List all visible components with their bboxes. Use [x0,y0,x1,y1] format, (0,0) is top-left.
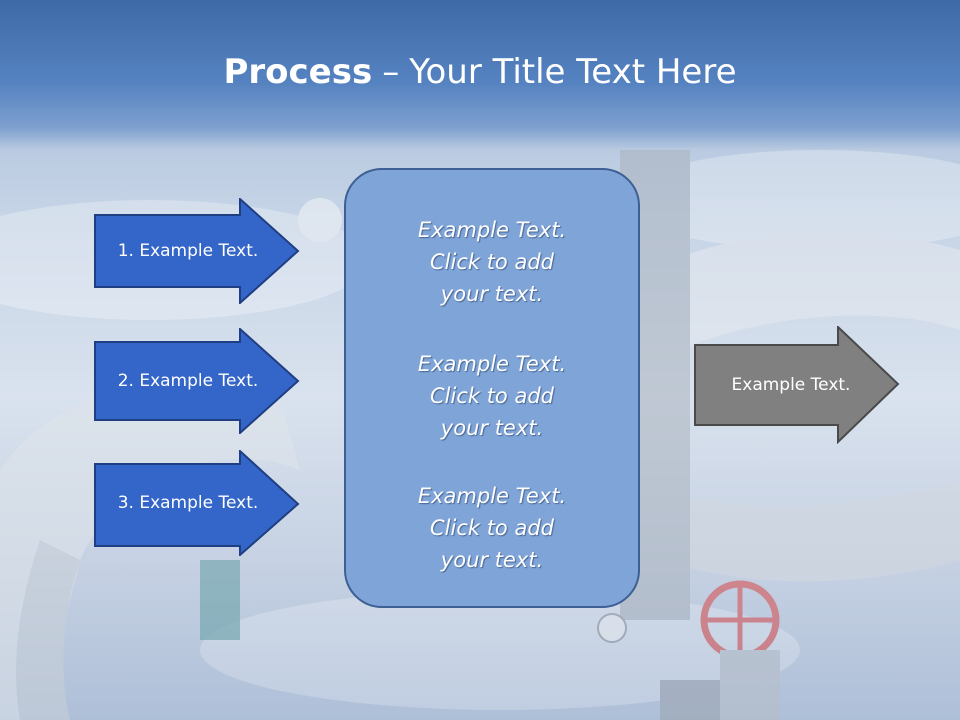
step-arrow-label: 3. Example Text. [117,493,259,513]
slide-title[interactable]: Process–Your Title Text Here [0,52,960,92]
center-text-line: your text. [440,548,544,572]
step-arrow-1[interactable]: 1. Example Text. [94,196,300,306]
center-text-line: Click to add [429,250,554,274]
step-arrow-3[interactable]: 3. Example Text. [94,448,300,558]
center-text-box[interactable]: Example Text. Click to add your text. Ex… [344,168,640,608]
result-arrow-label: Example Text. [731,375,851,395]
right-arrow-shape-icon [94,326,300,436]
step-arrow-label: 2. Example Text. [117,371,259,391]
center-text-line: Example Text. [417,484,567,508]
title-banner [0,0,960,150]
right-arrow-shape-icon [94,196,300,306]
step-arrow-2[interactable]: 2. Example Text. [94,326,300,436]
title-dash: – [382,52,400,92]
center-text-block-3: Example Text. Click to add your text. [346,480,638,576]
right-arrow-shape-icon [94,448,300,558]
center-text-block-1: Example Text. Click to add your text. [346,214,638,310]
center-text-line: your text. [440,282,544,306]
right-arrow-shape-icon [694,324,900,445]
center-text-block-2: Example Text. Click to add your text. [346,348,638,444]
result-arrow[interactable]: Example Text. [694,324,900,445]
title-rest: Your Title Text Here [409,52,737,92]
center-text-line: Click to add [429,384,554,408]
center-text-line: Example Text. [417,218,567,242]
center-text-line: Click to add [429,516,554,540]
center-text-line: Example Text. [417,352,567,376]
title-bold-part: Process [223,52,373,92]
step-arrow-label: 1. Example Text. [117,241,259,261]
center-text-line: your text. [440,416,544,440]
